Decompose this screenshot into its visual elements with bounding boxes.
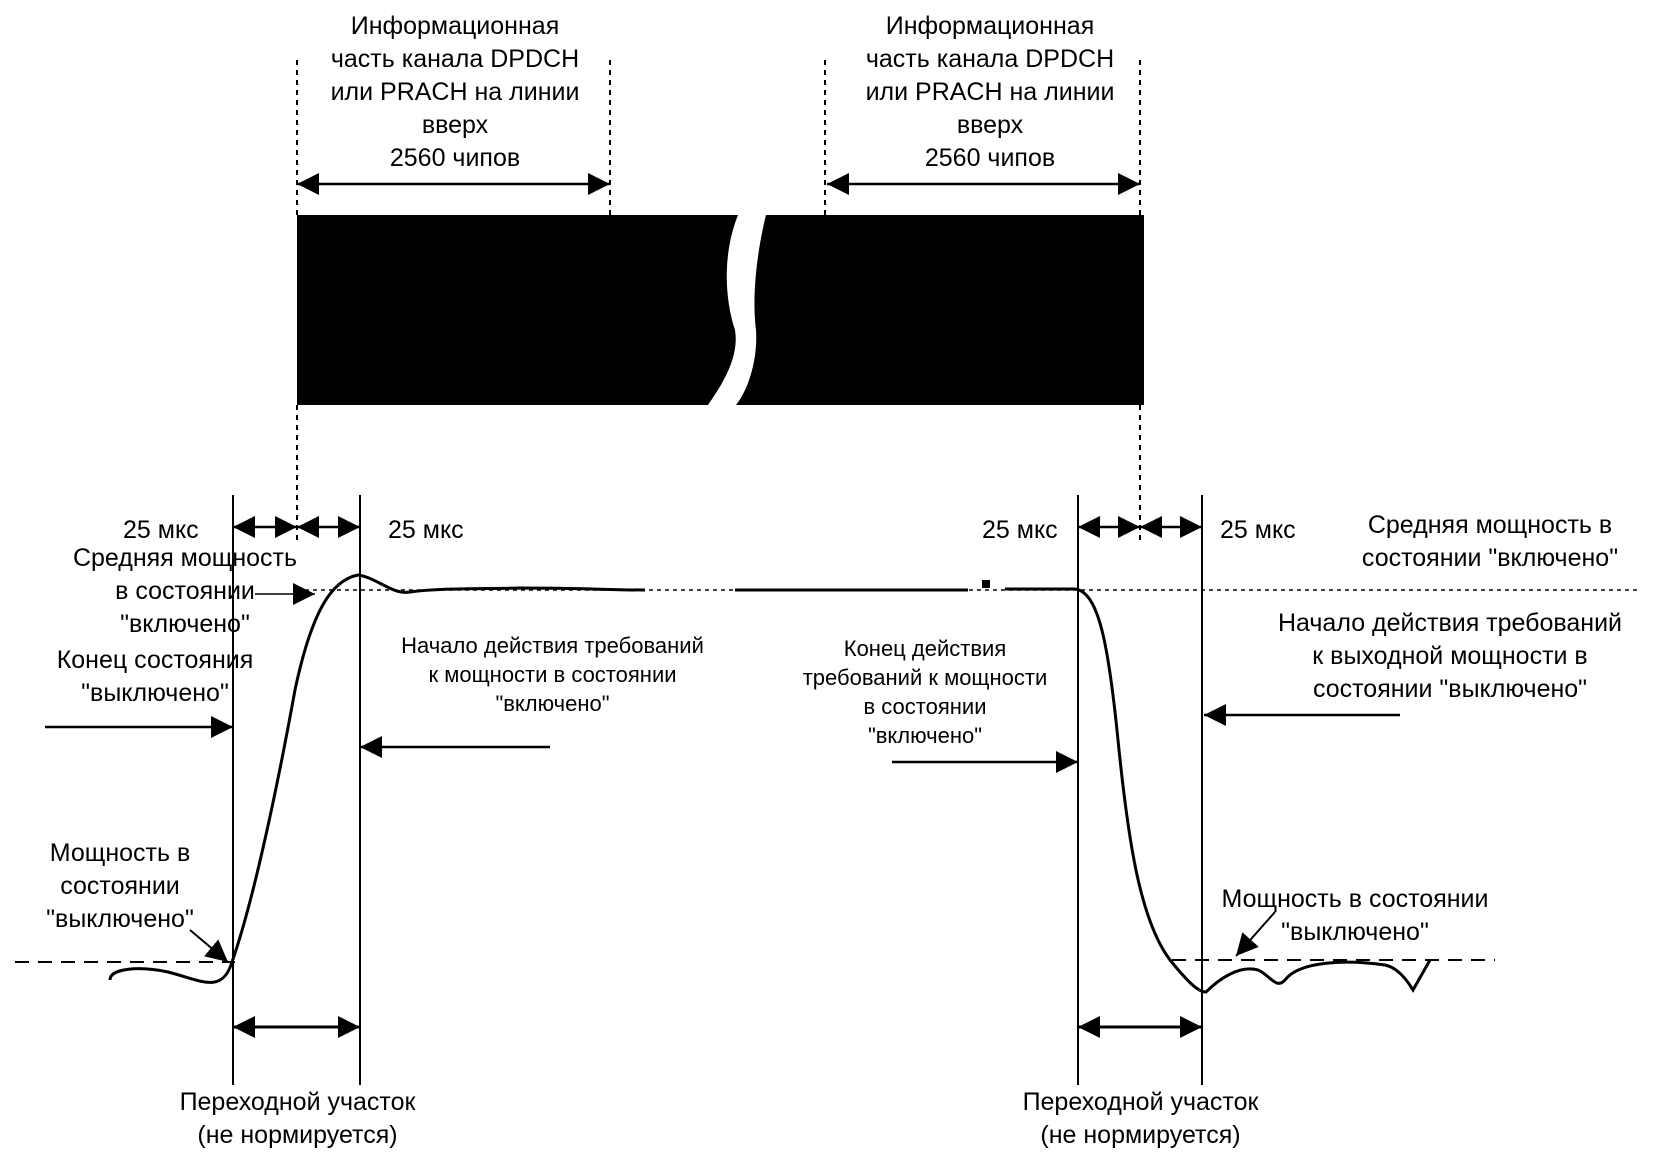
header-right-label: Информационная часть канала DPDCH или PR…: [865, 12, 1115, 172]
off-power-left-label: Мощность в состоянии "выключено": [46, 839, 194, 933]
timing-verticals: [232, 495, 1203, 1085]
time-label-4: 25 мкс: [1220, 516, 1296, 544]
end-on-requirements-label: Конец действия требований к мощности в с…: [802, 636, 1048, 748]
dashed-guides: [296, 60, 1141, 545]
data-block-right: [736, 215, 1144, 405]
avg-on-power-left-label: Средняя мощность в состоянии "включено": [72, 544, 298, 638]
end-off-state-label: Конец состояния "выключено": [56, 646, 254, 707]
pointer-arrows: [45, 583, 1400, 963]
avg-on-power-right-label: Средняя мощность в состоянии "включено": [1361, 511, 1619, 572]
transition-left-label: Переходной участок (не нормируется): [179, 1088, 416, 1149]
transition-right-label: Переходной участок (не нормируется): [1022, 1088, 1259, 1149]
power-curve-fall: [1005, 587, 1432, 994]
start-off-requirements-label: Начало действия требований к выходной мо…: [1277, 609, 1623, 703]
time-label-3: 25 мкс: [982, 516, 1058, 544]
time-label-2: 25 мкс: [388, 516, 464, 544]
time-label-1: 25 мкс: [123, 516, 199, 544]
power-curve-rise: [108, 573, 646, 984]
start-on-requirements-label: Начало действия требований к мощности в …: [401, 633, 704, 716]
power-curve-dot: [982, 580, 990, 588]
data-block-left: [297, 215, 738, 405]
header-left-label: Информационная часть канала DPDCH или PR…: [330, 12, 580, 172]
off-power-right-label: Мощность в состоянии "выключено": [1221, 885, 1489, 946]
